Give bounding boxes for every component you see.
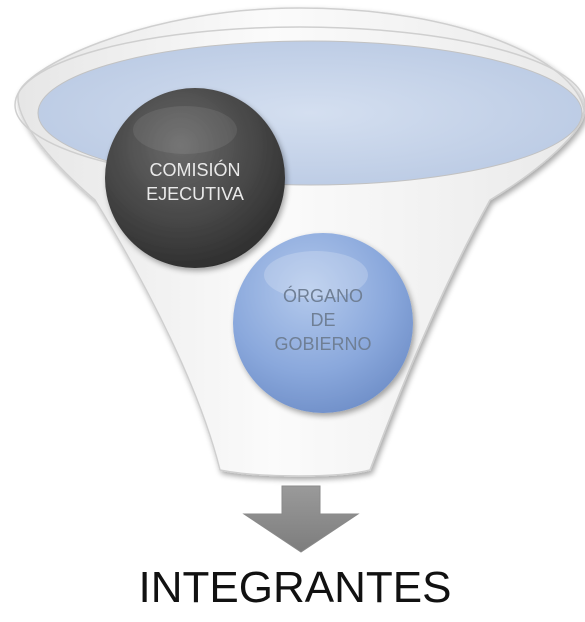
comision-line-2: EJECUTIVA [146, 184, 244, 204]
organo-line-3: GOBIERNO [274, 334, 372, 354]
organo-de-gobierno-circle [233, 233, 413, 413]
organo-line-2: DE [310, 310, 336, 330]
comision-ejecutiva-label: COMISIÓN EJECUTIVA [110, 158, 280, 206]
comision-ejecutiva-highlight [133, 106, 237, 154]
organo-de-gobierno-highlight [264, 251, 368, 299]
organo-de-gobierno-label: ÓRGANO DE GOBIERNO [238, 284, 408, 356]
comision-ejecutiva-circle [105, 88, 285, 268]
organo-line-1: ÓRGANO [282, 286, 363, 306]
arrow-down-icon [242, 485, 360, 553]
comision-line-1: COMISIÓN [149, 160, 241, 180]
integrantes-title: INTEGRANTES [138, 563, 452, 612]
